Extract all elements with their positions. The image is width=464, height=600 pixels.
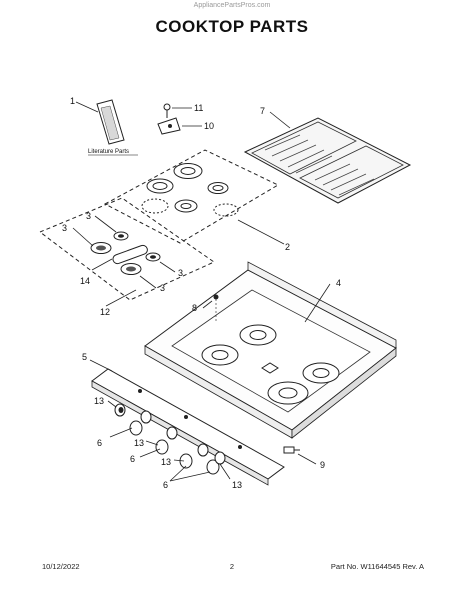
callout-13b: 13 (134, 438, 144, 448)
cooktop-screw[interactable] (213, 294, 219, 323)
footer-part-number: Part No. W11644545 Rev. A (330, 562, 424, 571)
cooktop-panel[interactable] (144, 261, 397, 439)
callout-3c: 3 (178, 268, 183, 278)
callout-12: 12 (100, 307, 110, 317)
callout-13a: 13 (94, 396, 104, 406)
literature-booklet[interactable] (96, 99, 125, 145)
callout-8: 8 (192, 303, 197, 313)
callout-10: 10 (204, 121, 214, 131)
watermark: AppliancePartsPros.com (193, 2, 271, 9)
literature-label: Literature Parts (88, 149, 129, 155)
callout-11: 11 (194, 103, 203, 113)
callout-9: 9 (320, 460, 325, 470)
burner-caps-outline (39, 197, 216, 301)
callout-2: 2 (285, 242, 290, 252)
page-title: COOKTOP PARTS (155, 17, 309, 36)
callout-6c: 6 (163, 480, 168, 490)
callout-6b: 6 (130, 454, 135, 464)
screw-part[interactable] (163, 103, 171, 118)
bracket-part[interactable] (157, 117, 181, 135)
callout-1: 1 (70, 96, 75, 106)
callout-13c: 13 (161, 457, 171, 467)
burner-caps-group[interactable] (90, 231, 161, 275)
callout-3a: 3 (86, 211, 91, 221)
callout-3d: 3 (160, 283, 165, 293)
burner-assembly-outline (103, 149, 280, 244)
control-knobs-group[interactable] (114, 403, 226, 475)
callout-7: 7 (260, 106, 265, 116)
grate-part[interactable] (243, 117, 412, 204)
callout-5: 5 (82, 352, 87, 362)
callout-3b: 3 (62, 223, 67, 233)
callout-14: 14 (80, 276, 90, 286)
footer-date: 10/12/2022 (42, 562, 80, 571)
callout-13d: 13 (232, 480, 242, 490)
igniter-part[interactable] (283, 446, 300, 454)
callout-6a: 6 (97, 438, 102, 448)
footer-page-number: 2 (229, 562, 235, 571)
callout-4: 4 (336, 278, 341, 288)
burner-heads-group[interactable] (141, 163, 239, 217)
